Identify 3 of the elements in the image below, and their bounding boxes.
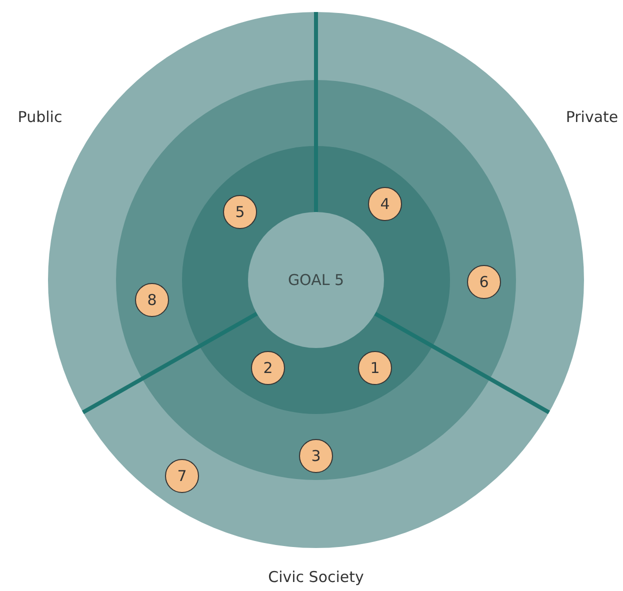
- sector-label: Private: [566, 108, 618, 126]
- sector-label: Civic Society: [268, 568, 364, 586]
- sector-label: Public: [18, 108, 62, 126]
